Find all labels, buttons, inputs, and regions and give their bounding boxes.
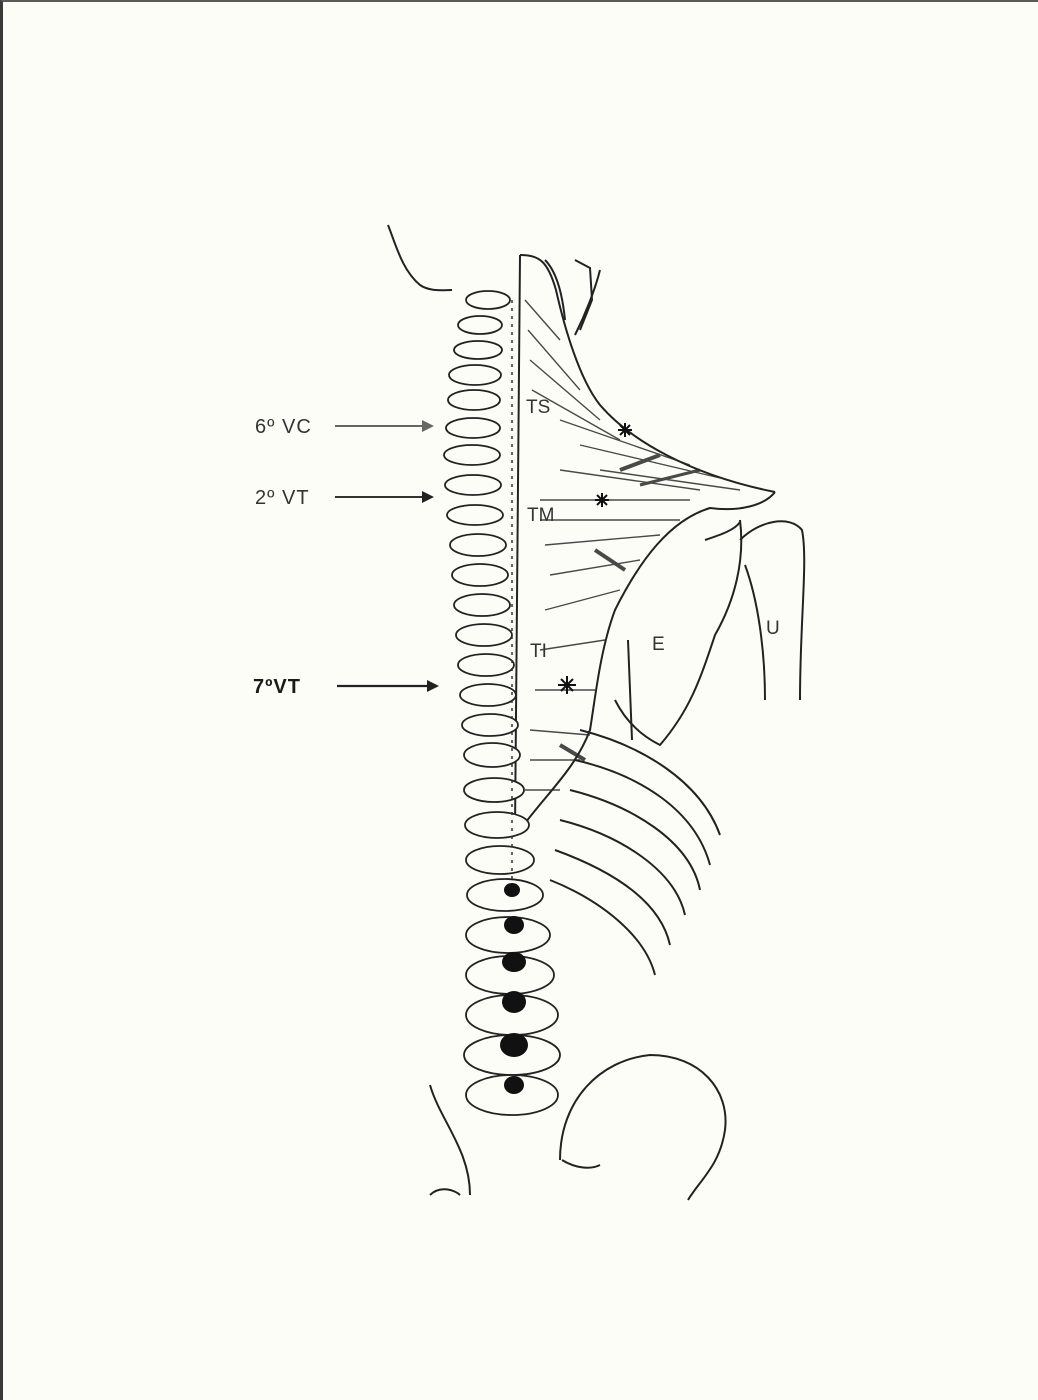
trapezius-outline — [515, 255, 775, 830]
label-humerus: U — [766, 618, 780, 639]
label-scapula: E — [652, 634, 665, 655]
label-trapezius-lower: TI — [530, 641, 547, 662]
label-t7: 7ºVT — [253, 676, 301, 698]
scapula-outline — [615, 520, 741, 745]
trigger-points — [558, 423, 632, 694]
trigger-point-lower — [558, 676, 576, 694]
ribs — [550, 730, 720, 975]
label-trapezius-middle: TM — [527, 505, 554, 526]
trigger-point-upper — [618, 423, 632, 437]
label-t2: 2º VT — [255, 487, 310, 509]
label-trapezius-upper: TS — [526, 397, 550, 418]
label-c6: 6º VC — [255, 416, 312, 438]
trigger-point-middle — [595, 493, 609, 507]
humerus-outline — [740, 521, 804, 700]
trapezius-fibres — [525, 300, 740, 790]
pelvis-outline — [430, 1055, 726, 1200]
